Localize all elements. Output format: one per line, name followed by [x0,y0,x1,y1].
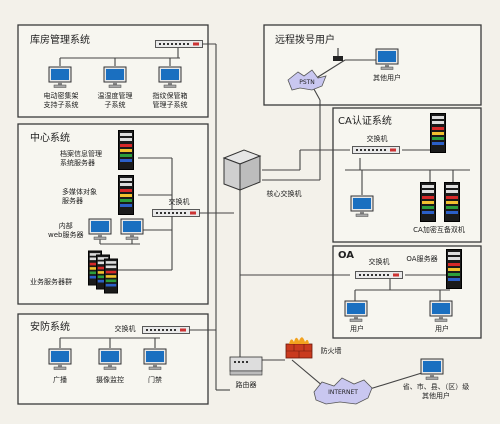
oa-switch-label: 交换机 [368,258,390,266]
security-switch [142,326,190,334]
ca-switch-label: 交换机 [366,135,388,143]
media-server-label: 多媒体对象 服务器 [62,188,97,205]
firewall-label: 防火墙 [320,347,342,355]
server-icon [118,175,134,215]
oa-title: OA [338,250,354,261]
firewall-icon [285,337,313,359]
ca-title: CA认证系统 [338,116,392,127]
ca-hot-standby-label: CA加密互备双机 [413,226,465,234]
server-icon [446,248,462,290]
connection-lines [59,43,470,393]
pstn-label: PSTN [299,79,315,86]
camera-label: 摄像监控 [96,376,124,384]
warehouse-pc1-label: 电动密集架 支持子系统 [43,92,79,109]
oa-user2-label: 用户 [435,325,449,333]
broadcast-label: 广播 [53,376,67,384]
pstn-cloud [287,69,327,91]
server-icon [104,258,118,294]
modem-icon [333,48,343,61]
web-server-label: 内部 web服务器 [48,222,84,239]
router-icon [229,356,263,376]
oa-server-label: OA服务器 [406,255,438,263]
center-title: 中心系统 [30,133,70,144]
router-label: 路由器 [235,381,257,389]
archive-server-label: 档案信息管理 系统服务器 [60,150,102,167]
core-switch-label: 核心交换机 [266,190,302,198]
oa-switch [355,271,403,279]
remote-title: 远程拨号用户 [275,35,335,46]
server-icon [118,130,134,170]
monitor-icon [420,358,444,380]
center-switch-label: 交换机 [168,198,190,206]
security-switch-label: 交换机 [114,325,136,333]
security-title: 安防系统 [30,322,70,333]
other-user-label: 其他用户 [373,74,401,82]
server-icon [444,182,460,222]
oa-user1-label: 用户 [350,325,364,333]
gov-users-label: 省、市、县、（区）级 其他用户 [402,383,470,400]
warehouse-pc3-label: 指纹保管箱 管理子系统 [152,92,188,109]
internet-cloud [313,377,373,405]
core-switch-icon [223,149,261,191]
center-switch [152,209,200,217]
warehouse-switch [155,40,203,48]
ca-switch [352,146,400,154]
server-icon [420,182,436,222]
biz-cluster-label: 业务服务器群 [30,278,72,286]
server-icon [430,112,446,154]
remote-box [263,24,482,106]
warehouse-title: 库房管理系统 [30,35,90,46]
warehouse-pc2-label: 温湿度管理 子系统 [97,92,133,109]
gate-label: 门禁 [148,376,162,384]
internet-label: INTERNET [328,389,358,396]
